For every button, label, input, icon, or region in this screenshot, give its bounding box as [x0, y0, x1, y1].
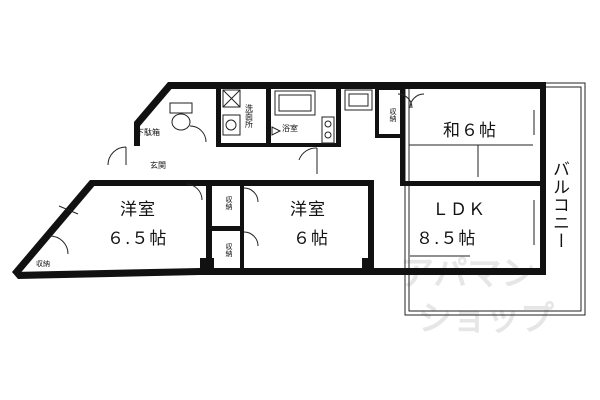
center-closet-lower-label: 収納	[225, 243, 233, 258]
bathtub-icon	[274, 90, 316, 116]
washitsu-label: 和６帖	[443, 121, 497, 141]
room-a-size-label: ６.５帖	[107, 229, 167, 249]
entrance-door-icon	[107, 146, 127, 166]
watermark-line2: ショップ	[418, 299, 554, 339]
step-icon	[271, 126, 282, 136]
labels: 和６帖 ＬＤＫ ８.５帖 洋室 ６.５帖 洋室 ６帖 玄関 浴室 下駄箱 収納	[36, 121, 497, 268]
interior-walls	[200, 86, 543, 275]
kitchen-sink-icon	[344, 89, 373, 111]
sink-icon	[222, 114, 241, 136]
ldk-size-label: ８.５帖	[416, 229, 476, 249]
room-a-name-label: 洋室	[120, 200, 156, 220]
watermark: アパマン ショップ	[400, 254, 554, 339]
center-closet-upper-label: 収納	[225, 196, 233, 211]
room-b-size-label: ６帖	[293, 229, 329, 249]
room-a-door-icon	[185, 183, 203, 201]
toilet-door-icon	[189, 125, 207, 143]
bath-door-icon	[298, 147, 318, 161]
toilet-tank-icon	[169, 102, 193, 114]
shoe-closet-label: 下駄箱	[136, 127, 160, 137]
doors	[49, 93, 535, 257]
toilet-bowl-icon	[171, 113, 191, 131]
washroom-label: 洗面所	[245, 103, 254, 129]
balcony-label: バルコニー	[549, 160, 569, 250]
vertical-labels: 洗面所 収納 収納 収納 バルコニー	[225, 103, 569, 258]
washer-icon	[222, 89, 241, 108]
genkan-label: 玄関	[150, 160, 166, 170]
bottom-left-closet-label: 収納	[36, 259, 50, 268]
washitsu-closet-label: 収納	[389, 108, 397, 123]
bath-label: 浴室	[282, 123, 298, 133]
ldk-name-label: ＬＤＫ	[432, 200, 486, 220]
room-b-name-label: 洋室	[290, 200, 326, 220]
fixtures	[169, 89, 373, 144]
stove-icon	[321, 116, 335, 144]
